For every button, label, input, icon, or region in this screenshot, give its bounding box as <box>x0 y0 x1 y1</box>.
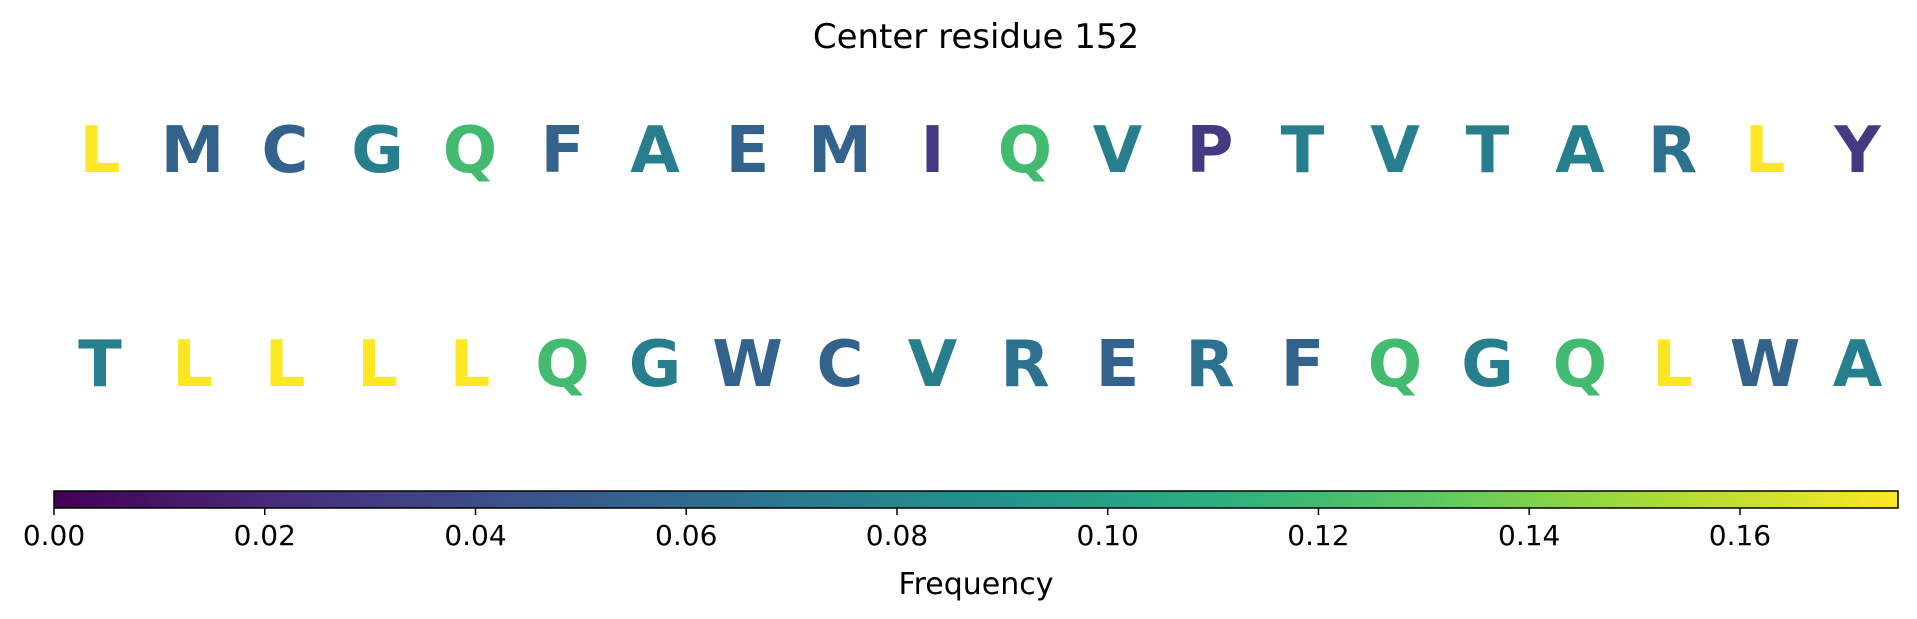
residue-letter: L <box>450 328 491 402</box>
residue-letter: Q <box>1553 328 1607 402</box>
residue-letter: V <box>1370 114 1420 188</box>
colorbar-ticks: 0.00 0.02 0.04 0.06 0.08 0.10 0.12 0.14 0.16 <box>23 508 1771 552</box>
colorbar-tick-label: 0.10 <box>1077 519 1139 552</box>
colorbar-tick-label: 0.12 <box>1287 519 1349 552</box>
residue-letter: L <box>357 328 398 402</box>
residue-letter: V <box>908 328 958 402</box>
residue-letter: C <box>817 328 864 402</box>
residue-letter: Y <box>1833 114 1881 188</box>
residue-letter: C <box>262 114 309 188</box>
colorbar-gradient <box>53 490 1899 509</box>
residue-letter: Q <box>998 114 1052 188</box>
colorbar-tick-label: 0.14 <box>1498 519 1560 552</box>
residue-letter: R <box>1185 328 1234 402</box>
residue-letter: Q <box>1368 328 1422 402</box>
colorbar-tick-label: 0.08 <box>866 519 928 552</box>
residue-letter: E <box>726 114 770 188</box>
residue-letter: M <box>808 114 872 188</box>
residue-letter: R <box>1648 114 1697 188</box>
residue-letter: L <box>80 114 121 188</box>
residue-letter: L <box>172 328 213 402</box>
residue-letter: L <box>1652 328 1693 402</box>
residue-letter: F <box>541 114 585 188</box>
residue-letter: G <box>1461 328 1514 402</box>
residue-letter: Q <box>443 114 497 188</box>
residue-letter: W <box>712 328 783 402</box>
residue-letter: E <box>1096 328 1140 402</box>
chart-title: Center residue 152 <box>813 17 1139 57</box>
residue-letter: G <box>351 114 404 188</box>
residue-letter: M <box>161 114 225 188</box>
residue-letter: V <box>1093 114 1143 188</box>
residue-letter: F <box>1281 328 1325 402</box>
colorbar-tick-label: 0.06 <box>655 519 717 552</box>
residue-letter: T <box>1466 114 1510 188</box>
residue-letter: Q <box>535 328 589 402</box>
residue-letter: A <box>630 114 680 188</box>
colorbar-tick-label: 0.16 <box>1709 519 1771 552</box>
residue-letter: A <box>1833 328 1883 402</box>
residue-letter: I <box>921 114 945 188</box>
residue-letter: R <box>1000 328 1049 402</box>
residue-letter: T <box>78 328 122 402</box>
colorbar-tick-label: 0.02 <box>234 519 296 552</box>
residue-letter: T <box>1281 114 1325 188</box>
colorbar-tick-label: 0.04 <box>444 519 506 552</box>
residue-letter: W <box>1730 328 1801 402</box>
residue-letter: L <box>265 328 306 402</box>
colorbar-tick-label: 0.00 <box>23 519 85 552</box>
residue-letter: G <box>629 328 682 402</box>
residue-letter: A <box>1555 114 1605 188</box>
colorbar-label: Frequency <box>899 567 1054 602</box>
residue-letter: L <box>1745 114 1786 188</box>
residue-letter: P <box>1187 114 1234 188</box>
colorbar: 0.00 0.02 0.04 0.06 0.08 0.10 0.12 0.14 0.16 Fre… <box>23 490 1899 602</box>
